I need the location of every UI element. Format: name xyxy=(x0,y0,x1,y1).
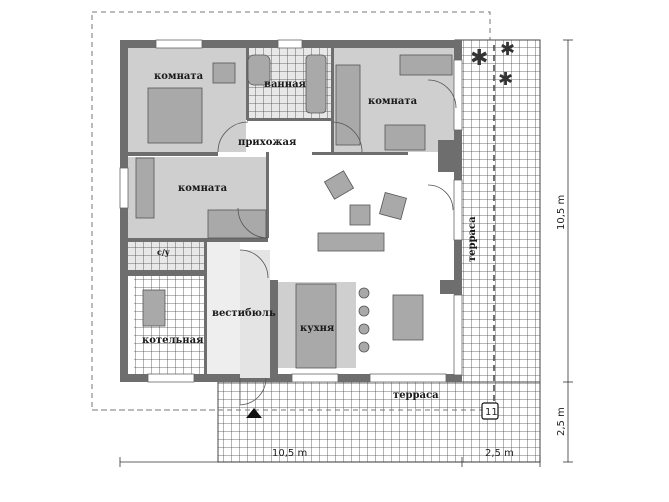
wc xyxy=(128,242,204,270)
dim-bottom-main: 10,5 m xyxy=(272,448,307,459)
furniture xyxy=(135,54,457,406)
dim-right-main: 10,5 m xyxy=(556,195,567,230)
hall xyxy=(240,250,270,378)
terrace-bottom xyxy=(217,381,541,463)
label-vestibule: вестибюль xyxy=(212,308,276,319)
svg-text:✱: ✱ xyxy=(470,45,488,70)
label-wc: с/у xyxy=(157,247,171,257)
dim-right-terrace: 2,5 m xyxy=(556,407,567,436)
svg-text:✱: ✱ xyxy=(500,39,515,59)
interior-walls xyxy=(128,48,462,380)
windows xyxy=(119,39,463,383)
label-room-top-left: комната xyxy=(154,71,204,82)
entrance-arrow-icon xyxy=(246,408,262,418)
label-boiler-room: котельная xyxy=(142,335,204,346)
plant-icons: ✱ ✱ ✱ xyxy=(470,39,515,89)
marker-badge xyxy=(481,402,499,420)
label-kitchen: кухня xyxy=(300,323,335,334)
vestibule-stairs xyxy=(207,242,240,374)
label-terrace-side: терраса xyxy=(467,216,478,262)
label-room-mid-left: комната xyxy=(178,183,228,194)
label-terrace-bottom: терраса xyxy=(393,390,439,401)
label-room-top-right: комната xyxy=(368,96,418,107)
label-bathroom: ванная xyxy=(264,79,307,90)
label-entry-hall: прихожая xyxy=(238,137,297,148)
dimension-lines xyxy=(119,39,573,467)
marker-number: 11 xyxy=(485,407,498,418)
dim-bottom-terrace: 2,5 m xyxy=(485,448,514,459)
svg-text:✱: ✱ xyxy=(498,69,513,89)
